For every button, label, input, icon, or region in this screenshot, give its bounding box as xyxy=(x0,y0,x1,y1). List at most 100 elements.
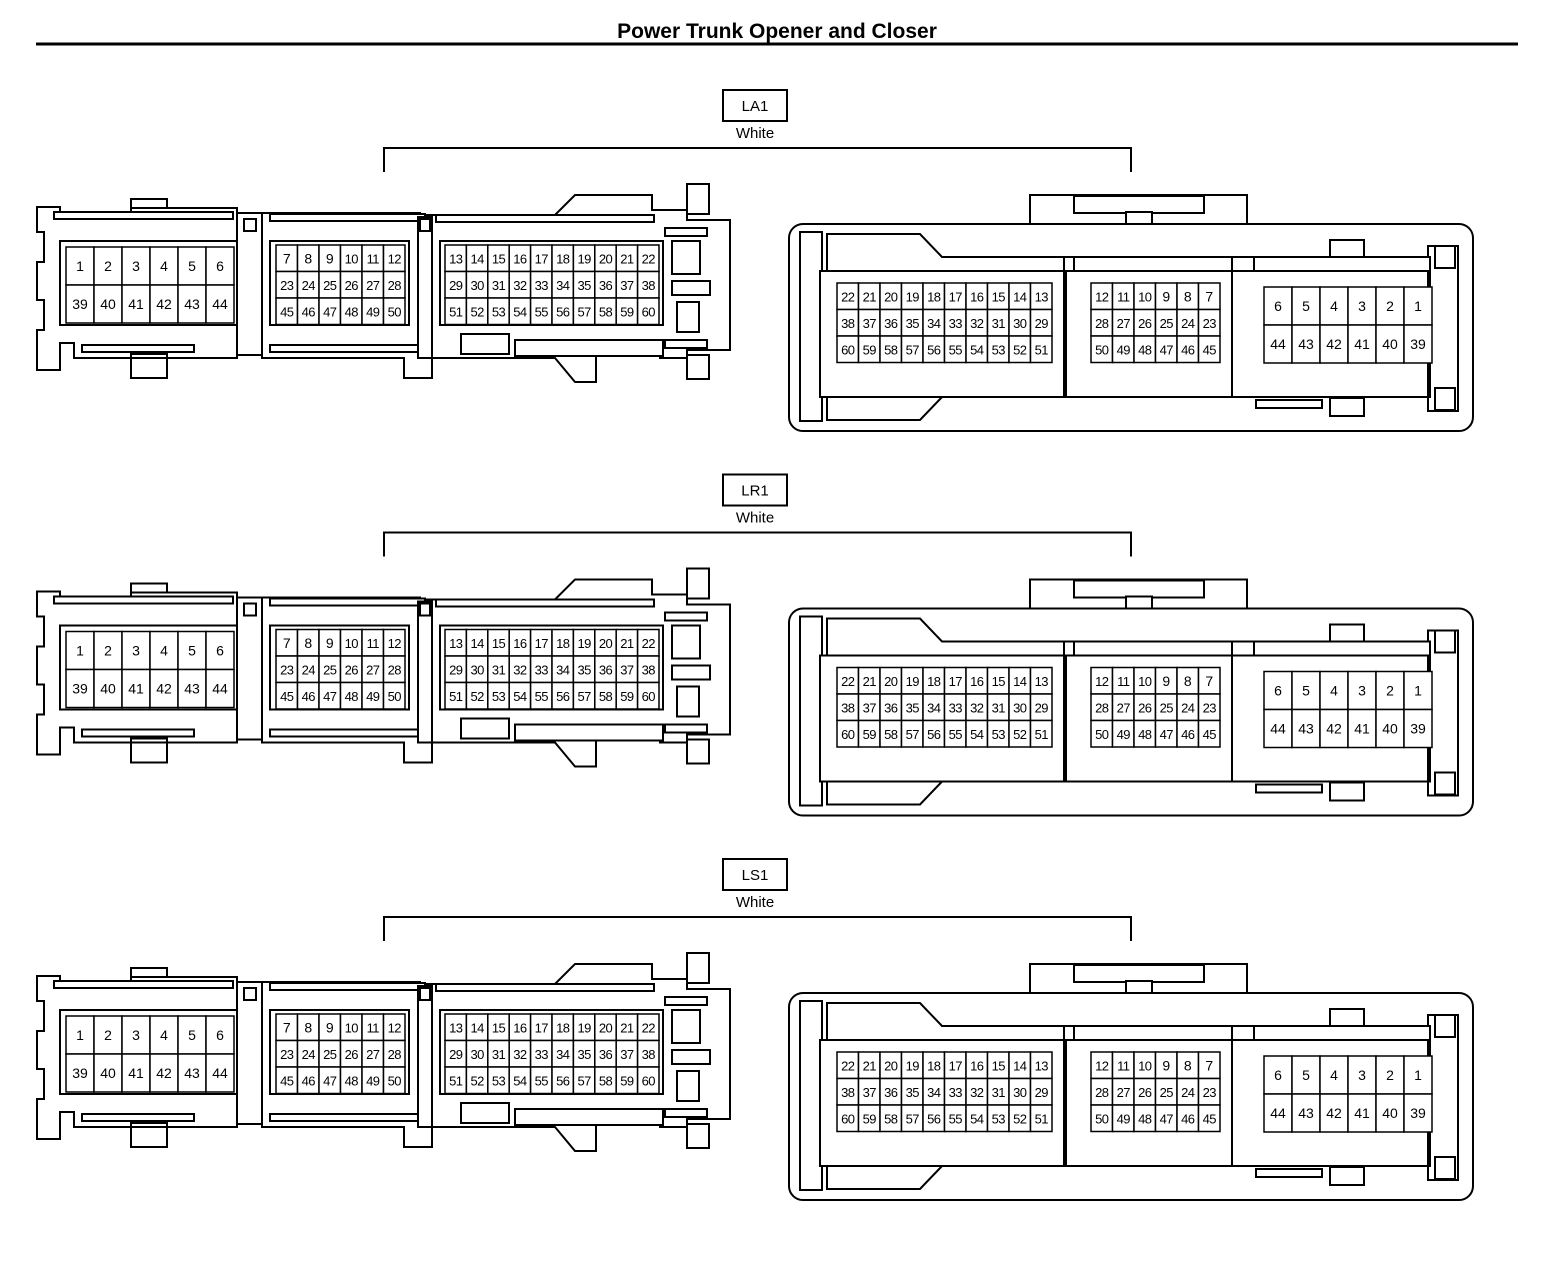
pin-number: 36 xyxy=(884,700,898,715)
pin-number: 60 xyxy=(642,1073,656,1088)
hood-notch xyxy=(1125,595,1153,610)
pin-number: 10 xyxy=(1138,289,1152,304)
pin-number: 32 xyxy=(513,1047,527,1062)
side-socket xyxy=(671,1049,711,1065)
pin-number: 23 xyxy=(1203,316,1217,331)
pin-number: 49 xyxy=(1117,342,1131,357)
divider-notch xyxy=(1063,256,1075,272)
pin-number: 35 xyxy=(906,316,920,331)
pin-cell xyxy=(1375,670,1405,711)
pin-number: 8 xyxy=(1184,1057,1192,1073)
pin-number: 22 xyxy=(642,1020,656,1035)
pin-number: 9 xyxy=(326,635,334,651)
pin-number: 48 xyxy=(345,689,359,704)
pin-number: 11 xyxy=(367,251,380,266)
pin-number: 42 xyxy=(156,296,172,312)
pin-cell xyxy=(93,246,123,286)
pin-number: 48 xyxy=(1138,342,1152,357)
pin-number: 50 xyxy=(1095,342,1109,357)
shell-side-notch xyxy=(1434,771,1456,796)
bracket-line xyxy=(383,147,1132,172)
hood-notch xyxy=(1125,211,1153,225)
side-socket xyxy=(676,685,700,718)
pin-number: 28 xyxy=(388,278,402,293)
pin-cell xyxy=(1197,719,1221,748)
pin-number: 32 xyxy=(970,700,984,715)
pin-number: 12 xyxy=(388,1020,402,1035)
pin-number: 58 xyxy=(884,727,898,742)
pin-number: 16 xyxy=(970,289,984,304)
pin-number: 52 xyxy=(1013,1111,1027,1126)
pin-number: 31 xyxy=(992,316,1006,331)
side-socket xyxy=(671,280,711,296)
pin-number: 45 xyxy=(280,1073,294,1088)
pin-number: 34 xyxy=(556,662,570,677)
pin-number: 13 xyxy=(449,1020,463,1035)
rail-slot xyxy=(81,728,195,738)
pin-number: 38 xyxy=(642,662,656,677)
pin-number: 43 xyxy=(184,681,200,697)
divider-notch xyxy=(1063,640,1075,657)
pin-cell xyxy=(93,284,123,324)
hood-slot xyxy=(1073,964,1205,983)
pin-number: 31 xyxy=(492,278,506,293)
pin-cell xyxy=(177,284,207,324)
pin-number: 21 xyxy=(620,636,634,651)
pin-number: 35 xyxy=(577,662,591,677)
pin-number: 9 xyxy=(326,250,334,266)
pin-number: 42 xyxy=(1326,336,1342,352)
pin-cell xyxy=(1403,324,1433,364)
pin-number: 14 xyxy=(470,1020,484,1035)
pin-number: 25 xyxy=(323,1047,337,1062)
pin-number: 59 xyxy=(620,689,634,704)
pin-number: 1 xyxy=(76,1027,84,1043)
pin-number: 48 xyxy=(345,1073,359,1088)
pin-cell xyxy=(1263,286,1293,326)
pin-number: 24 xyxy=(1181,1085,1195,1100)
divider-notch xyxy=(243,218,257,232)
pin-number: 26 xyxy=(1138,700,1152,715)
key-slot xyxy=(460,333,510,355)
pin-number: 33 xyxy=(535,662,549,677)
pin-number: 59 xyxy=(863,727,877,742)
pin-number: 44 xyxy=(212,1065,228,1081)
pin-number: 12 xyxy=(1095,289,1109,304)
rail-slot xyxy=(81,344,195,353)
pin-number: 7 xyxy=(1205,1057,1213,1073)
pin-number: 36 xyxy=(599,278,613,293)
pin-number: 55 xyxy=(949,1111,963,1126)
pin-number: 3 xyxy=(1358,1067,1366,1083)
pin-number: 55 xyxy=(949,342,963,357)
pin-cell xyxy=(1347,1093,1377,1133)
pin-number: 50 xyxy=(1095,1111,1109,1126)
pin-number: 52 xyxy=(1013,342,1027,357)
pin-cell xyxy=(382,1066,406,1095)
shell-tab xyxy=(1329,239,1365,259)
shell-tab xyxy=(1329,781,1365,802)
pin-number: 59 xyxy=(620,1073,634,1088)
pin-number: 33 xyxy=(535,278,549,293)
pin-cell xyxy=(1319,1093,1349,1133)
shell-rail xyxy=(1255,1168,1323,1178)
pin-number: 50 xyxy=(1095,727,1109,742)
hood-notch xyxy=(1125,980,1153,994)
pin-number: 5 xyxy=(1302,298,1310,314)
pin-number: 40 xyxy=(100,1065,116,1081)
pin-number: 39 xyxy=(72,681,88,697)
pin-cell xyxy=(149,1053,179,1093)
pin-number: 41 xyxy=(128,1065,144,1081)
bracket-line xyxy=(383,916,1132,941)
pin-number: 55 xyxy=(949,727,963,742)
pin-number: 51 xyxy=(449,304,463,319)
pin-number: 30 xyxy=(1013,700,1027,715)
pin-number: 5 xyxy=(188,1027,196,1043)
pin-number: 31 xyxy=(992,700,1006,715)
pin-number: 43 xyxy=(184,296,200,312)
pin-number: 4 xyxy=(1330,683,1338,699)
pin-cell xyxy=(205,246,235,286)
pin-cell xyxy=(93,668,123,709)
